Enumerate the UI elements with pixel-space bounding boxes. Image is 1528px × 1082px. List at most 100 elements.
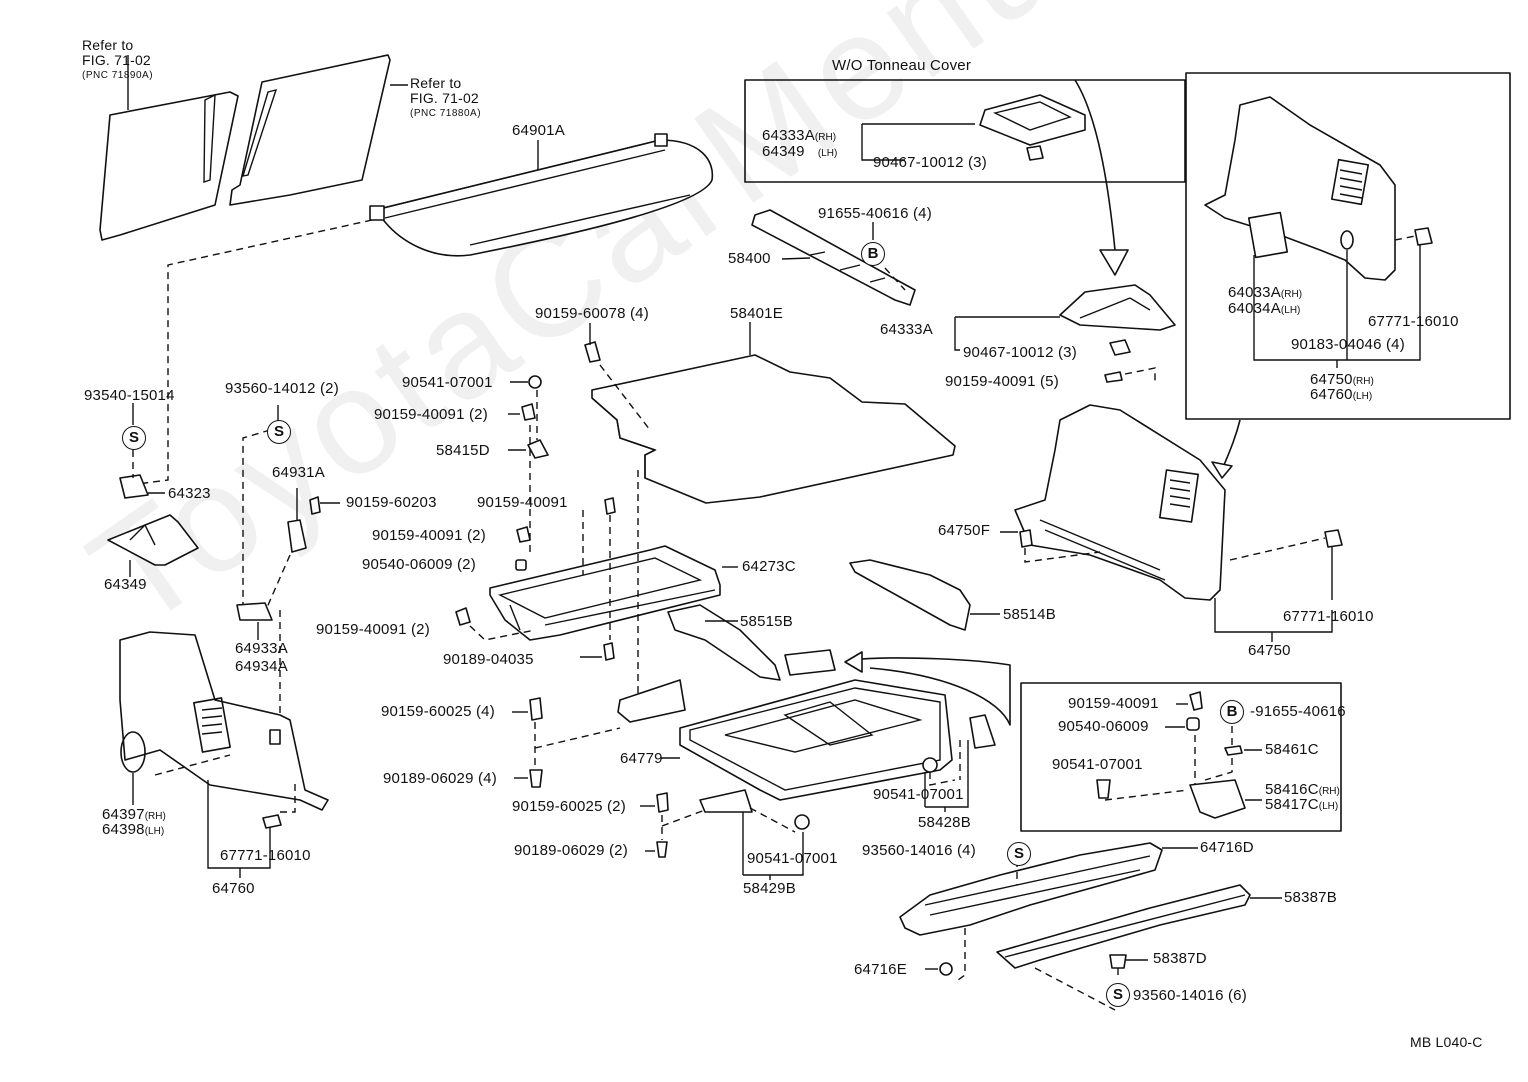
part-label: 64333A bbox=[880, 321, 933, 338]
part-label: 91655-40616 (4) bbox=[818, 205, 932, 222]
refer-note-71890A: Refer to FIG. 71-02 (PNC 71890A) bbox=[82, 37, 154, 82]
part-label: 90189-04035 bbox=[443, 651, 534, 668]
tonneau-cover bbox=[369, 133, 714, 257]
part-label: 64933A bbox=[235, 640, 288, 657]
part-label: 90541-07001 bbox=[1052, 756, 1143, 773]
part-label: 90183-04046 (4) bbox=[1291, 336, 1405, 353]
part-label: 90541-07001 bbox=[402, 374, 493, 391]
part-label: 90159-40091 (5) bbox=[945, 373, 1059, 390]
part-label: 90189-06029 (4) bbox=[383, 770, 497, 787]
bracket-58429B bbox=[699, 789, 753, 813]
inset-title-tonneau: W/O Tonneau Cover bbox=[832, 57, 972, 74]
part-label: 58387D bbox=[1153, 950, 1207, 967]
part-label: 90541-07001 bbox=[747, 850, 838, 867]
inset-box-side-trim bbox=[1185, 72, 1511, 420]
part-label: 93560-14016 (4) bbox=[862, 842, 976, 859]
part-label: 64349 bbox=[104, 576, 147, 593]
part-label: 90159-40091 (2) bbox=[316, 621, 430, 638]
part-label: 64750 bbox=[1248, 642, 1291, 659]
part-label: 58514B bbox=[1003, 606, 1056, 623]
part-label: 93540-15014 bbox=[84, 387, 175, 404]
part-label: 64716D bbox=[1200, 839, 1254, 856]
part-label: 90159-40091 bbox=[477, 494, 568, 511]
part-label: 58416C(RH) bbox=[1265, 781, 1340, 798]
part-label: 67771-16010 bbox=[220, 847, 311, 864]
part-label: 58387B bbox=[1284, 889, 1337, 906]
deck-board bbox=[679, 679, 953, 801]
tonneau-cup bbox=[979, 94, 1086, 146]
floor-tray bbox=[489, 545, 721, 641]
part-label: 90541-07001 bbox=[873, 786, 964, 803]
part-label: 64931A bbox=[272, 464, 325, 481]
part-label: 93560-14012 (2) bbox=[225, 380, 339, 397]
symbol-b: B bbox=[861, 242, 885, 266]
part-label: 90540-06009 (2) bbox=[362, 556, 476, 573]
part-label: 64273C bbox=[742, 558, 796, 575]
part-label: 64779 bbox=[620, 750, 663, 767]
part-label: 90159-40091 bbox=[1068, 695, 1159, 712]
part-label: 64033A(RH) bbox=[1228, 284, 1303, 301]
part-label: 67771-16010 bbox=[1368, 313, 1459, 330]
part-label: 58429B bbox=[743, 880, 796, 897]
part-label: 64398(LH) bbox=[102, 821, 165, 838]
seatback-panel-right bbox=[229, 54, 391, 206]
inset-box-bracket bbox=[1020, 682, 1342, 832]
part-label: 58515B bbox=[740, 613, 793, 630]
figure-code: MB L040-C bbox=[1410, 1034, 1483, 1050]
part-label: 93560-14016 (6) bbox=[1133, 987, 1247, 1004]
rail-64716D bbox=[899, 842, 1163, 936]
inset-box-tonneau bbox=[744, 79, 1186, 183]
symbol-s: S bbox=[267, 420, 291, 444]
seatback-panel-left bbox=[99, 91, 239, 241]
part-label: 58461C bbox=[1265, 741, 1319, 758]
part-label: 90159-40091 (2) bbox=[372, 527, 486, 544]
part-label: 67771-16010 bbox=[1283, 608, 1374, 625]
part-label: 90159-40091 (2) bbox=[374, 406, 488, 423]
part-label: 90467-10012 (3) bbox=[873, 154, 987, 171]
plate-58387B bbox=[996, 884, 1251, 969]
part-label: 90159-60025 (4) bbox=[381, 703, 495, 720]
symbol-b: B bbox=[1220, 700, 1244, 724]
jack-bracket bbox=[751, 209, 916, 306]
symbol-s: S bbox=[1007, 842, 1031, 866]
part-label: 58415D bbox=[436, 442, 490, 459]
refer-note-71880A: Refer to FIG. 71-02 (PNC 71880A) bbox=[410, 75, 482, 120]
quarter-trim-left bbox=[119, 631, 329, 811]
part-label: 58428B bbox=[918, 814, 971, 831]
part-label: 58417C(LH) bbox=[1265, 796, 1339, 813]
symbol-s: S bbox=[1106, 983, 1130, 1007]
trim-58514B bbox=[849, 559, 971, 631]
part-label: 64750F bbox=[938, 522, 991, 539]
part-label: 64716E bbox=[854, 961, 907, 978]
part-label: 90467-10012 (3) bbox=[963, 344, 1077, 361]
part-label: 64034A(LH) bbox=[1228, 300, 1301, 317]
bracket-58428B bbox=[969, 714, 996, 749]
part-label: 90159-60203 bbox=[346, 494, 437, 511]
part-label: -91655-40616 bbox=[1250, 703, 1346, 720]
bracket-left bbox=[617, 679, 686, 723]
part-label: 64750(RH) bbox=[1310, 371, 1374, 388]
part-label: 58400 bbox=[728, 250, 771, 267]
part-label: 90189-06029 (2) bbox=[514, 842, 628, 859]
part-label: 64934A bbox=[235, 658, 288, 675]
screw bbox=[584, 341, 601, 363]
part-label: 90540-06009 bbox=[1058, 718, 1149, 735]
symbol-s: S bbox=[122, 426, 146, 450]
floor-mat bbox=[591, 354, 956, 504]
quarter-trim-right bbox=[1014, 404, 1226, 601]
part-label: 58401E bbox=[730, 305, 783, 322]
part-label: 64397(RH) bbox=[102, 806, 166, 823]
part-label: 64760 bbox=[212, 880, 255, 897]
part-label: 90159-60025 (2) bbox=[512, 798, 626, 815]
bracket-mid bbox=[784, 649, 836, 676]
tonneau-tray bbox=[1059, 284, 1176, 331]
part-label: 64349 (LH) bbox=[762, 143, 838, 160]
part-label: 64901A bbox=[512, 122, 565, 139]
part-label: 64760(LH) bbox=[1310, 386, 1373, 403]
quarter-trim-detail bbox=[1204, 96, 1396, 281]
trim-58515B bbox=[667, 604, 781, 681]
part-label: 90159-60078 (4) bbox=[535, 305, 649, 322]
part-label: 64323 bbox=[168, 485, 211, 502]
